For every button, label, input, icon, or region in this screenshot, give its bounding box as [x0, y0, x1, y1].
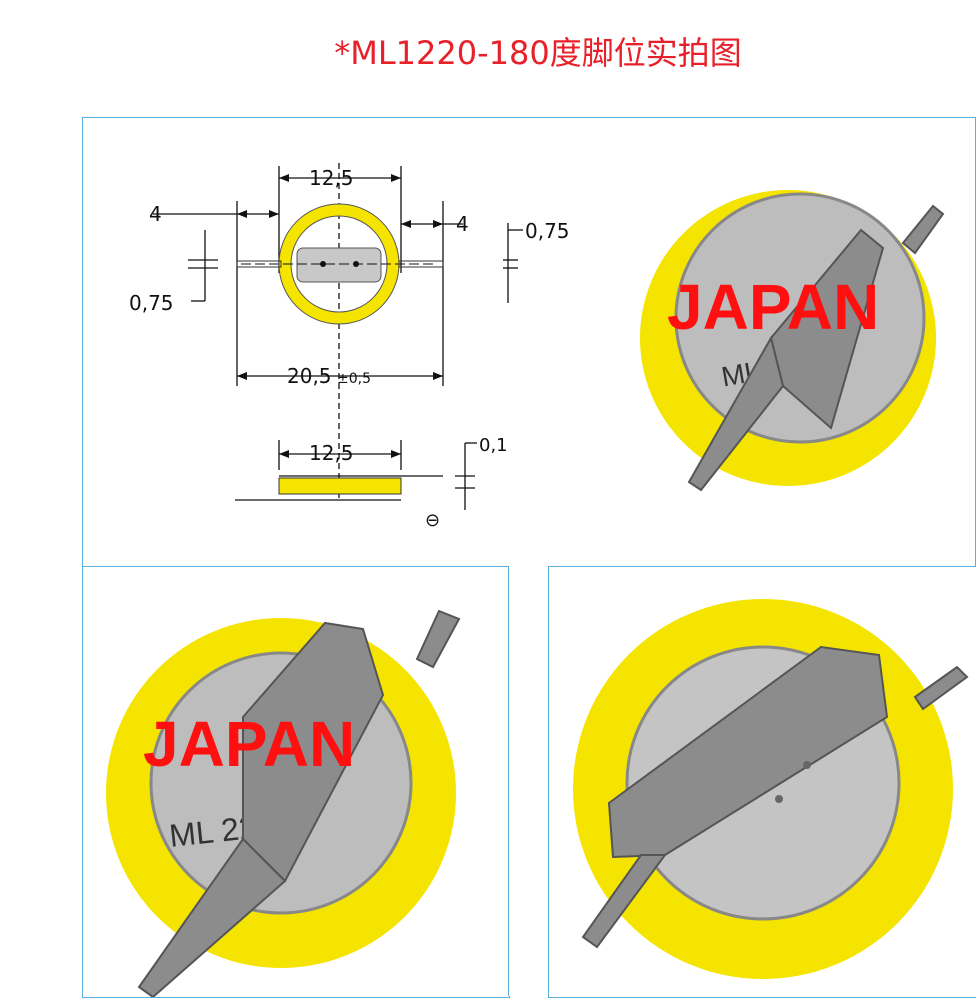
dim-top-width: 12,5 [309, 166, 354, 190]
photo-top-right: ML 220 [640, 190, 945, 492]
dim-left-thickness: 0,75 [129, 291, 174, 315]
page-title: *ML1220-180度脚位实拍图 [334, 34, 742, 72]
dim-side-thickness: 0,1 [479, 435, 508, 456]
dim-left-pin: 4 [149, 202, 162, 226]
photo-bottom-right [573, 599, 969, 979]
panel-gap [508, 566, 549, 996]
metal-lead-upper [913, 665, 969, 711]
watermark-japan-top: JAPAN [667, 271, 880, 343]
metal-lead-lower [581, 854, 667, 949]
metal-lead-upper [901, 204, 945, 255]
metal-lead-lower [137, 837, 287, 997]
side-view-cell [278, 477, 402, 495]
bottom-left-panel: ML 220 JAPAN [82, 566, 510, 998]
bottom-right-panel [548, 566, 976, 998]
dim-overall: 20,5 [287, 364, 332, 388]
top-panel: 12,5 4 4 0,75 0,75 20,5 ±0,5 12,5 0,1 ⊖ … [82, 117, 976, 567]
polarity-symbol: ⊖ [425, 510, 440, 531]
dim-right-pin: 4 [456, 212, 469, 236]
metal-lead-upper [415, 609, 461, 669]
dim-overall-tolerance: ±0,5 [337, 371, 371, 387]
dimension-drawing: 12,5 4 4 0,75 0,75 20,5 ±0,5 12,5 0,1 ⊖ [129, 163, 570, 531]
dim-right-thickness: 0,75 [525, 219, 570, 243]
dim-side-width: 12,5 [309, 441, 354, 465]
metal-lead-lower [687, 335, 785, 492]
tab-outline [296, 247, 382, 283]
photo-bottom-left: ML 220 [106, 609, 461, 997]
watermark-japan-bottom: JAPAN [143, 708, 356, 780]
metal-tab [607, 645, 889, 859]
